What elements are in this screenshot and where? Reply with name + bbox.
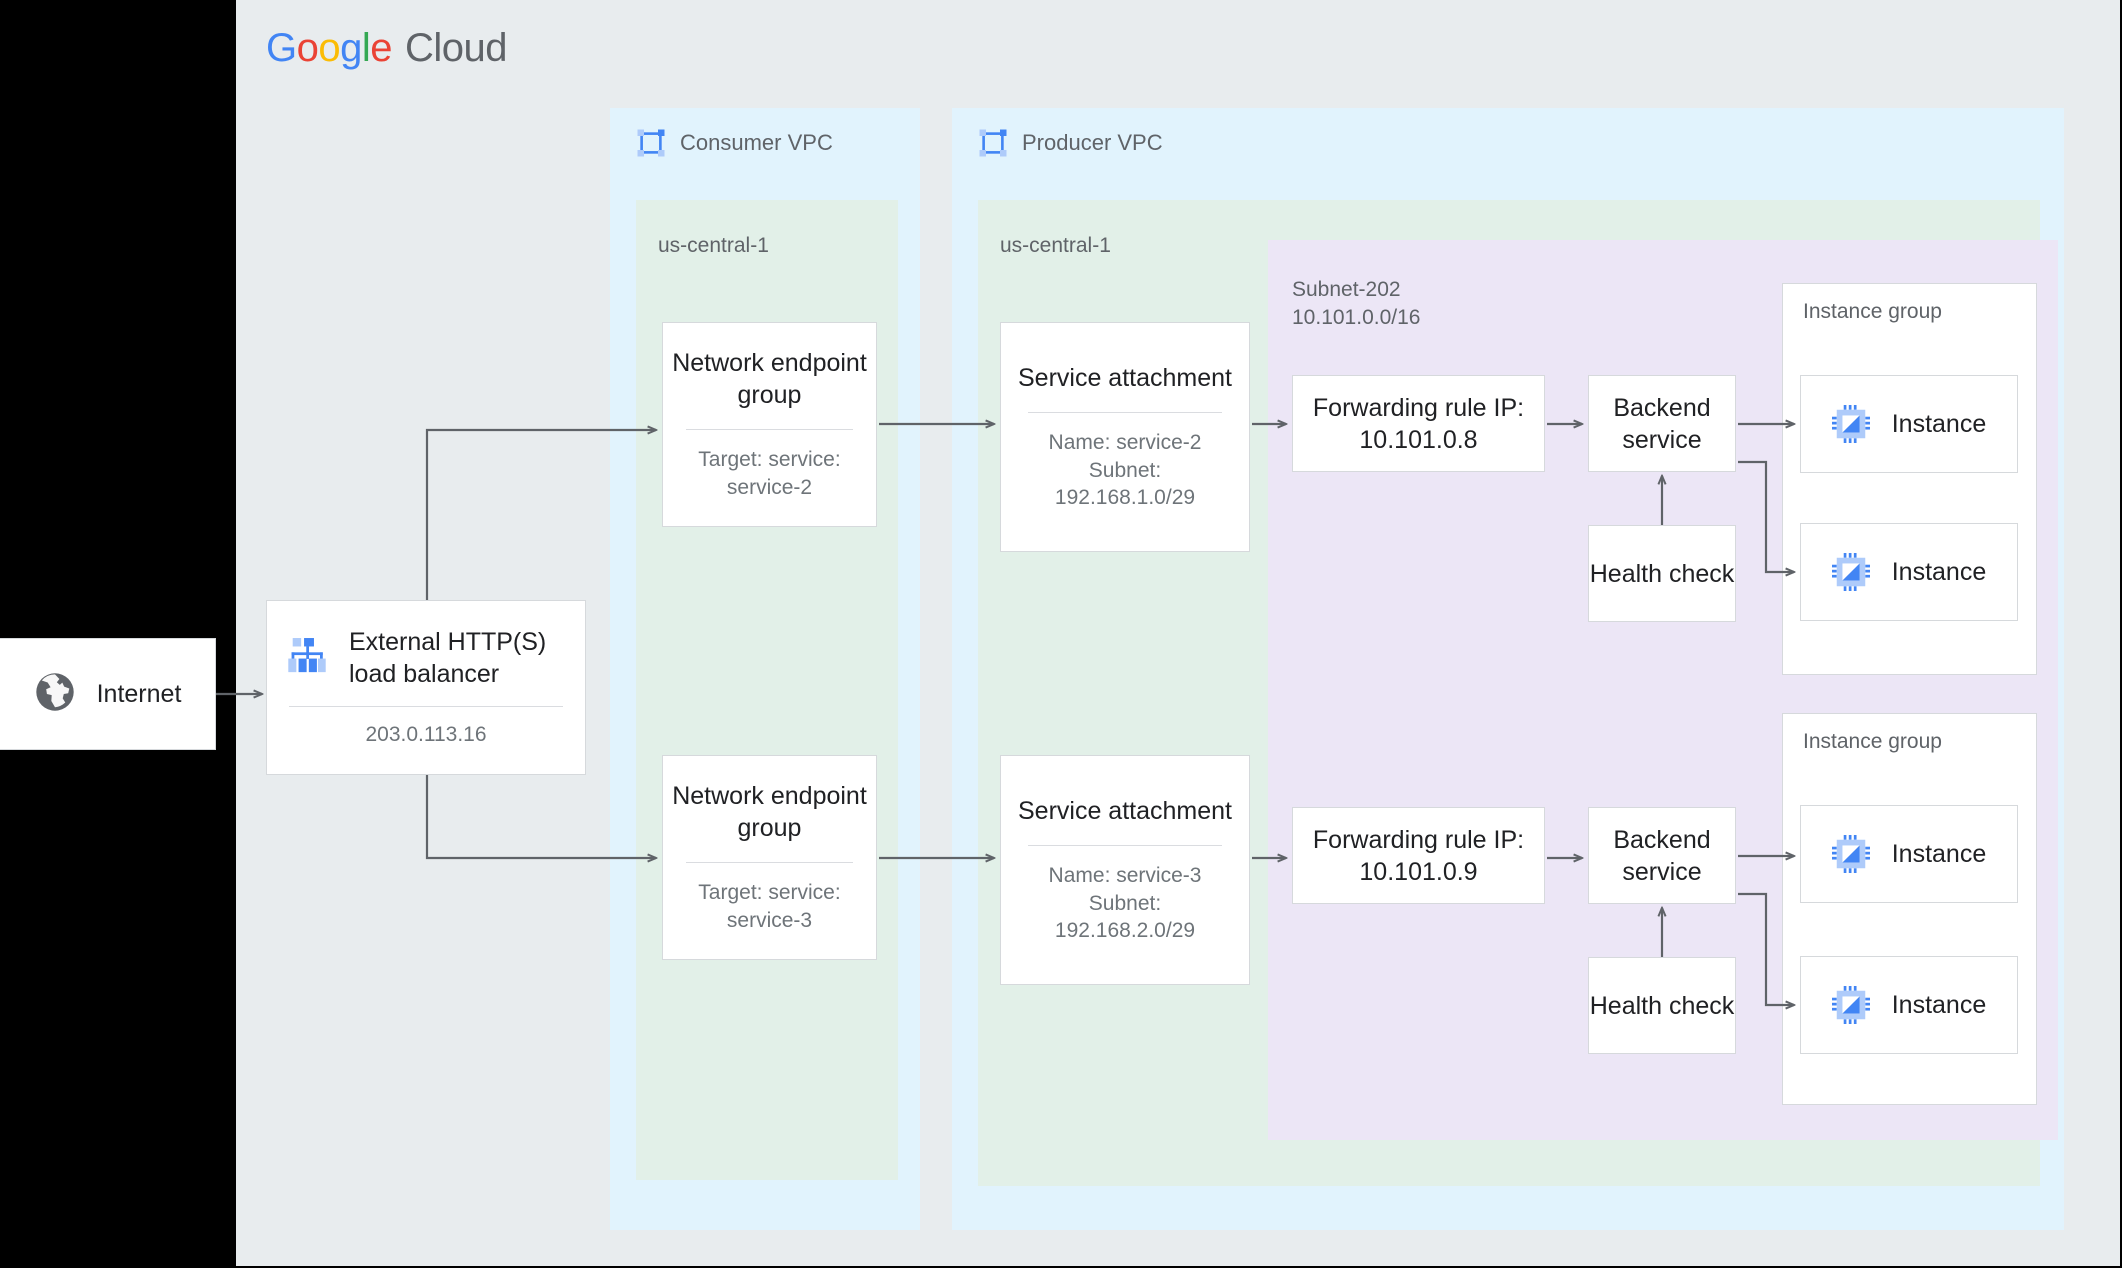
backend-service-label: Backend service — [1613, 825, 1711, 886]
vpc-icon — [637, 129, 665, 157]
divider — [1028, 844, 1222, 846]
logo-letter: G — [266, 26, 297, 70]
internet-label: Internet — [96, 680, 182, 708]
instance-1-2[interactable]: Instance — [1800, 523, 2018, 621]
load-balancer-icon — [285, 634, 329, 683]
google-cloud-logo: Google Cloud — [266, 26, 508, 70]
forwarding-rule-1[interactable]: Forwarding rule IP: 10.101.0.8 — [1292, 375, 1545, 472]
instance-label: Instance — [1891, 557, 1987, 586]
logo-letter: o — [296, 26, 319, 70]
load-balancer-title: External HTTP(S) load balancer — [349, 628, 547, 689]
logo-letter: g — [340, 26, 362, 70]
instance-1-1[interactable]: Instance — [1800, 375, 2018, 473]
service-attachment-1[interactable]: Service attachment Name: service-2 Subne… — [1000, 322, 1250, 552]
divider — [289, 706, 563, 708]
forwarding-rule-label: Forwarding rule IP: 10.101.0.8 — [1312, 393, 1525, 454]
health-check-2[interactable]: Health check — [1588, 957, 1736, 1054]
instance-group-label: Instance group — [1803, 300, 1942, 323]
globe-icon — [33, 670, 77, 719]
health-check-label: Health check — [1589, 991, 1735, 1020]
service-attachment-title: Service attachment — [1018, 363, 1232, 392]
subnet-name: Subnet-202 — [1292, 278, 1401, 301]
producer-vpc-title: Producer VPC — [1022, 130, 1163, 155]
logo-letter: o — [318, 26, 341, 70]
instance-icon — [1831, 405, 1870, 443]
producer-region-label: us-central-1 — [1000, 234, 1111, 257]
network-endpoint-group-2[interactable]: Network endpoint group Target: service: … — [662, 755, 877, 960]
instance-icon — [1831, 553, 1870, 591]
health-check-label: Health check — [1589, 559, 1735, 588]
divider — [1028, 411, 1222, 413]
service-attachment-2[interactable]: Service attachment Name: service-3 Subne… — [1000, 755, 1250, 985]
vpc-icon — [979, 129, 1007, 157]
consumer-region-label: us-central-1 — [658, 234, 769, 257]
logo-letter: l — [361, 26, 371, 70]
instance-2-2[interactable]: Instance — [1800, 956, 2018, 1054]
instance-icon — [1831, 986, 1870, 1024]
instance-label: Instance — [1891, 409, 1987, 438]
backend-service-label: Backend service — [1613, 393, 1711, 454]
producer-vpc-header: Producer VPC — [978, 128, 1163, 158]
subnet-label: Subnet-202 10.101.0.0/16 — [1292, 276, 1420, 331]
forwarding-rule-label: Forwarding rule IP: 10.101.0.9 — [1312, 825, 1525, 886]
instance-label: Instance — [1891, 839, 1987, 868]
backend-service-1[interactable]: Backend service — [1588, 375, 1736, 472]
divider — [686, 862, 853, 864]
subnet-cidr: 10.101.0.0/16 — [1292, 305, 1421, 329]
neg-detail: Target: service: service-3 — [698, 881, 841, 932]
external-http-load-balancer[interactable]: External HTTP(S) load balancer 203.0.113… — [266, 600, 586, 775]
divider — [686, 429, 853, 431]
internet-box[interactable]: Internet — [0, 638, 216, 750]
neg-detail: Target: service: service-2 — [698, 448, 841, 499]
consumer-vpc-title: Consumer VPC — [680, 130, 833, 155]
health-check-1[interactable]: Health check — [1588, 525, 1736, 622]
service-attachment-detail: Name: service-3 Subnet: 192.168.2.0/29 — [1048, 863, 1202, 943]
instance-icon — [1831, 835, 1870, 873]
instance-label: Instance — [1891, 990, 1987, 1019]
network-endpoint-group-1[interactable]: Network endpoint group Target: service: … — [662, 322, 877, 527]
service-attachment-detail: Name: service-2 Subnet: 192.168.1.0/29 — [1048, 430, 1202, 510]
service-attachment-title: Service attachment — [1018, 796, 1232, 825]
forwarding-rule-2[interactable]: Forwarding rule IP: 10.101.0.9 — [1292, 807, 1545, 904]
instance-group-label: Instance group — [1803, 730, 1942, 753]
neg-title: Network endpoint group — [672, 349, 867, 410]
logo-letter: e — [370, 26, 393, 70]
logo-cloud-word: Cloud — [405, 26, 508, 70]
backend-service-2[interactable]: Backend service — [1588, 807, 1736, 904]
neg-title: Network endpoint group — [672, 782, 867, 843]
load-balancer-ip: 203.0.113.16 — [365, 723, 487, 747]
consumer-vpc-header: Consumer VPC — [636, 128, 833, 158]
instance-2-1[interactable]: Instance — [1800, 805, 2018, 903]
